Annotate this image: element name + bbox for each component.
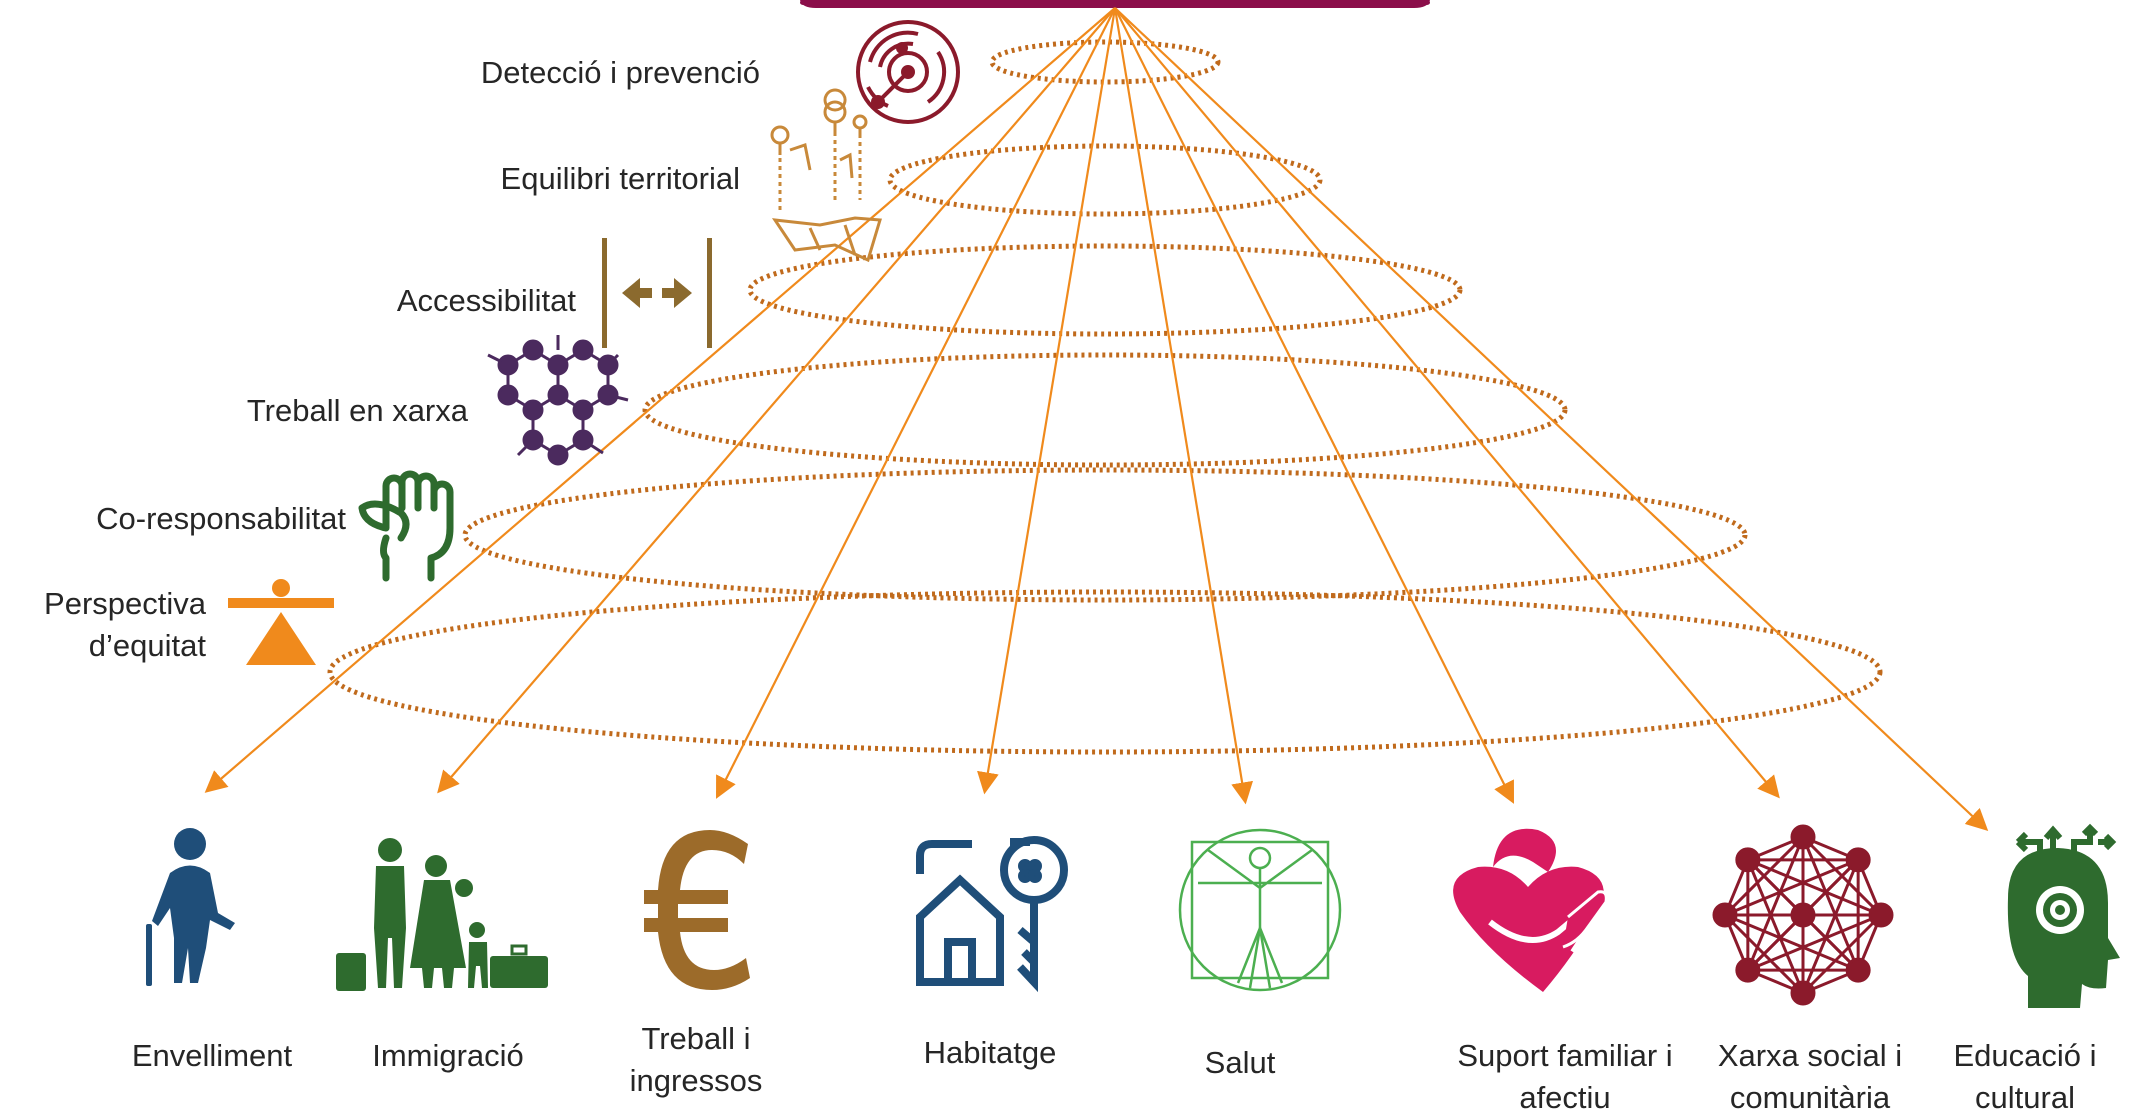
- arrow-7: [1114, 7, 1780, 799]
- area-label-envelliment: Envelliment: [131, 1038, 293, 1073]
- principle-label-treball-xarxa: Treball en xarxa: [246, 393, 468, 428]
- vitruvian-man-icon: [1178, 828, 1342, 992]
- euro-icon: [644, 830, 750, 990]
- arrows-between-bars-icon: [602, 238, 712, 348]
- ring-1: [989, 39, 1221, 85]
- arrow-5: [1113, 7, 1254, 805]
- map-pins-icon: [770, 88, 882, 263]
- ring-2: [887, 143, 1323, 217]
- house-key-icon: [916, 836, 1068, 993]
- network-hexagon-icon: [487, 335, 629, 466]
- arrow-4: [977, 7, 1117, 795]
- ring-6: [327, 589, 1883, 755]
- head-target-icon: [2007, 823, 2120, 1008]
- principle-label-deteccio: Detecció i prevenció: [480, 55, 760, 90]
- principle-label-perspectiva: Perspectiva: [44, 586, 206, 621]
- arrows-layer: [204, 7, 1989, 832]
- principle-label-coresponsabilitat: Co-responsabilitat: [96, 501, 346, 536]
- arrow-2: [437, 7, 1116, 794]
- ring-5: [462, 467, 1748, 603]
- arrow-8: [1114, 7, 1989, 832]
- arrow-3: [716, 7, 1116, 799]
- principle-label-equilibri: Equilibri territorial: [500, 161, 740, 196]
- rings-layer: [327, 39, 1883, 755]
- area-label-habitatge: Habitatge: [923, 1035, 1057, 1070]
- area-label-immigracio: Immigració: [372, 1038, 524, 1073]
- principle-label-accessibilitat: Accessibilitat: [396, 283, 576, 318]
- social-network-icon: [1712, 824, 1894, 1006]
- elderly-person-icon: [146, 828, 235, 986]
- arrow-1: [204, 7, 1116, 793]
- ring-3: [747, 243, 1463, 337]
- area-label-salut: Salut: [1204, 1045, 1276, 1080]
- heart-hug-icon: [1453, 828, 1608, 992]
- balance-icon: [228, 579, 334, 665]
- radar-icon: [856, 20, 960, 124]
- principle-label-equitat: d’equitat: [88, 628, 206, 663]
- ring-4: [642, 352, 1568, 468]
- family-luggage-icon: [336, 838, 548, 991]
- arrow-6: [1114, 7, 1514, 804]
- raised-fist-icon: [358, 470, 454, 582]
